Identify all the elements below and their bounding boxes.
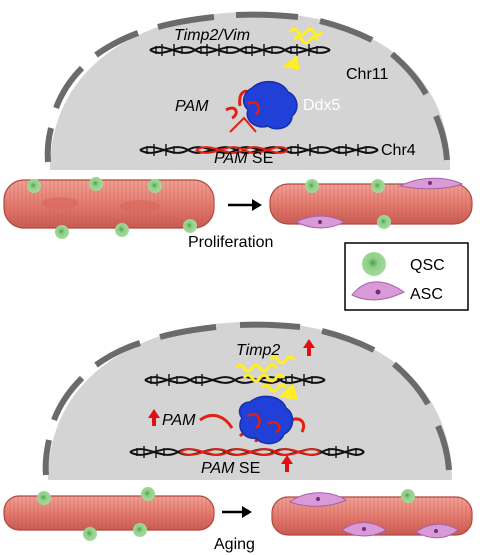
top-right-muscle-fiber xyxy=(269,183,473,225)
proliferation-caption: Proliferation xyxy=(188,234,273,251)
bottom-right-qsc-cells xyxy=(401,489,415,503)
legend-asc-label: ASC xyxy=(410,286,443,303)
bottom-transition-arrow xyxy=(222,506,252,518)
top-chr4-label: Chr4 xyxy=(381,142,416,159)
bottom-gene-label: Timp2 xyxy=(236,342,280,359)
bottom-nucleus xyxy=(42,321,452,480)
timp2-up-arrow xyxy=(303,339,315,356)
top-pam-se-label: PAM SE xyxy=(214,150,273,167)
bottom-left-muscle-fiber xyxy=(3,495,215,531)
top-rna-transcripts xyxy=(282,27,324,70)
bottom-ddx5-complex xyxy=(238,395,294,445)
legend-qsc-icon xyxy=(362,252,386,276)
top-chr11-label: Chr11 xyxy=(346,66,388,83)
top-left-qsc-cells xyxy=(27,177,197,239)
legend-box xyxy=(344,242,469,311)
top-transition-arrow xyxy=(228,199,262,211)
bottom-pam-se-label: PAM SE xyxy=(201,460,260,477)
bottom-right-asc-cells xyxy=(288,492,459,539)
top-pam-label: PAM xyxy=(175,98,209,115)
bottom-pam-label: PAM xyxy=(162,412,196,429)
top-nuclear-envelope xyxy=(44,11,450,163)
chr4-dna-helix xyxy=(139,144,379,156)
bottom-rna-transcripts xyxy=(234,355,299,400)
aging-caption: Aging xyxy=(214,536,255,553)
chr11-dna-helix xyxy=(149,44,331,56)
pam-up-arrow xyxy=(148,409,160,426)
top-ddx5-label: Ddx5 xyxy=(303,97,340,114)
bottom-left-qsc-cells xyxy=(37,487,155,541)
top-right-qsc-cells xyxy=(305,179,391,229)
top-left-muscle-fiber xyxy=(3,179,215,229)
top-right-asc-cells xyxy=(294,177,464,229)
legend-qsc-label: QSC xyxy=(410,257,445,274)
top-gene-label: Timp2/Vim xyxy=(174,27,250,44)
bottom-upper-dna-helix xyxy=(144,374,326,386)
bottom-nuclear-envelope xyxy=(42,321,452,476)
top-ddx5-complex xyxy=(242,80,298,130)
top-pam-se-region xyxy=(195,116,289,154)
pam-se-up-arrow xyxy=(281,455,293,472)
